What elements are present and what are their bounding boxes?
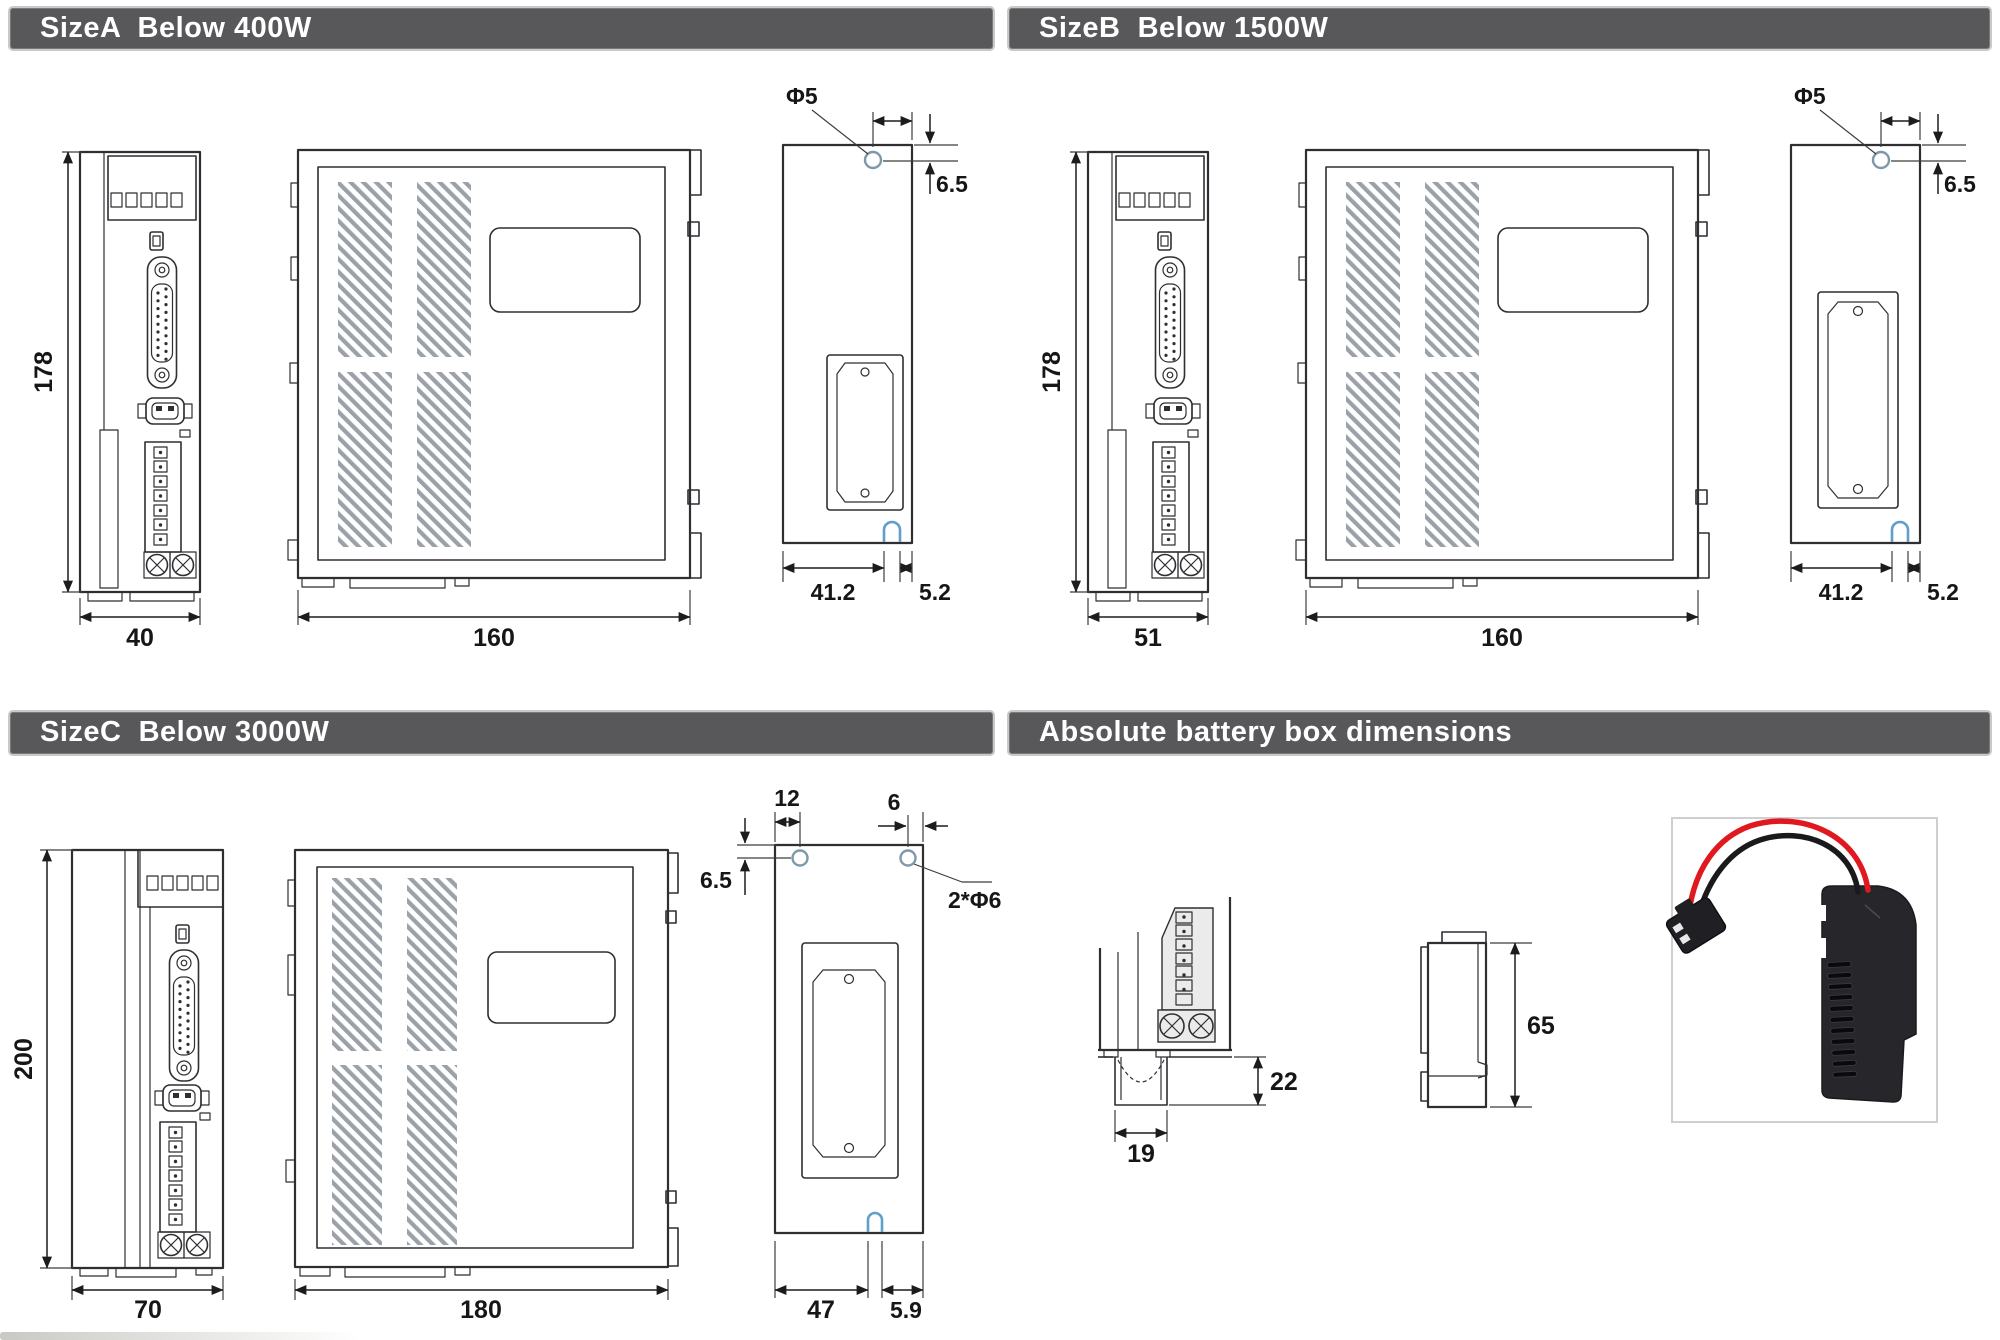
battery-side-view: 65 (1420, 931, 1555, 1109)
dim-front-height: 178 (1038, 351, 1066, 393)
sizeA-dimensions: 178 40 160 Φ5 6.5 (30, 83, 968, 652)
dim-back-width: 41.2 (1819, 579, 1864, 605)
section-header-battery: Absolute battery box dimensions (1007, 710, 1992, 756)
battery-photo (1665, 817, 1938, 1123)
dim-hole-offset: 6.5 (1944, 171, 1976, 197)
section-title: SizeA Below 400W (40, 12, 312, 44)
dim-front-width: 40 (126, 624, 154, 652)
dim-hole-left: 12 (774, 785, 800, 811)
dim-front-width: 51 (1134, 624, 1162, 652)
dim-back-width: 41.2 (811, 579, 856, 605)
back-cutout (1817, 291, 1899, 509)
dim-side-width: 180 (460, 1296, 502, 1324)
back-cutout (801, 942, 899, 1179)
dim-battery-height: 65 (1527, 1012, 1555, 1040)
dim-hole-right: 6 (888, 789, 901, 815)
dim-holes-label: 2*Φ6 (948, 887, 1001, 913)
section-header-sizeB: SizeB Below 1500W (1007, 6, 1992, 51)
section-header-sizeC: SizeC Below 3000W (8, 710, 995, 756)
dim-front-height: 200 (10, 1038, 38, 1080)
drive-back-view (773, 843, 925, 1235)
dim-side-width: 160 (1481, 624, 1523, 652)
dim-front-width: 70 (134, 1296, 162, 1324)
battery-bottom-view: 22 19 (1098, 897, 1298, 1168)
dim-hole-offset: 6.5 (936, 171, 968, 197)
dim-battery-width: 19 (1127, 1140, 1155, 1168)
dim-hole-offset: 6.5 (700, 867, 732, 893)
dim-front-height: 178 (30, 351, 58, 393)
dim-hole-diameter: Φ5 (1794, 83, 1826, 109)
wire-connector (1665, 897, 1727, 954)
sizeA-drawing: 178 40 160 Φ5 6.5 (30, 83, 968, 652)
back-cutout (826, 354, 904, 511)
drive-side-view (285, 848, 679, 1278)
drive-front-view (70, 848, 225, 1278)
section-title: SizeB Below 1500W (1039, 12, 1329, 44)
section-header-sizeA: SizeA Below 400W (8, 6, 995, 51)
battery-drawing: 22 19 65 (1098, 817, 1938, 1168)
sizeB-drawing: 178 51 160 Φ5 6.5 (1038, 83, 1976, 652)
next-section-edge (0, 1332, 360, 1340)
dim-hole-diameter: Φ5 (786, 83, 818, 109)
dim-back-notch: 5.2 (919, 579, 951, 605)
sizeB-dimensions: 178 51 160 Φ5 6.5 (1038, 83, 1976, 652)
black-wire (1697, 832, 1861, 913)
dim-battery-depth: 22 (1270, 1068, 1298, 1096)
dim-back-notch: 5.9 (890, 1297, 922, 1323)
sizeC-dimensions: 200 70 180 12 6 (10, 785, 1001, 1324)
red-wire (1687, 818, 1871, 909)
dim-back-notch: 5.2 (1927, 579, 1959, 605)
section-title: SizeC Below 3000W (40, 716, 330, 748)
dim-side-width: 160 (473, 624, 515, 652)
dim-back-width: 47 (807, 1296, 835, 1324)
section-title: Absolute battery box dimensions (1039, 716, 1513, 748)
sizeC-drawing: 200 70 180 12 6 (10, 785, 1001, 1324)
